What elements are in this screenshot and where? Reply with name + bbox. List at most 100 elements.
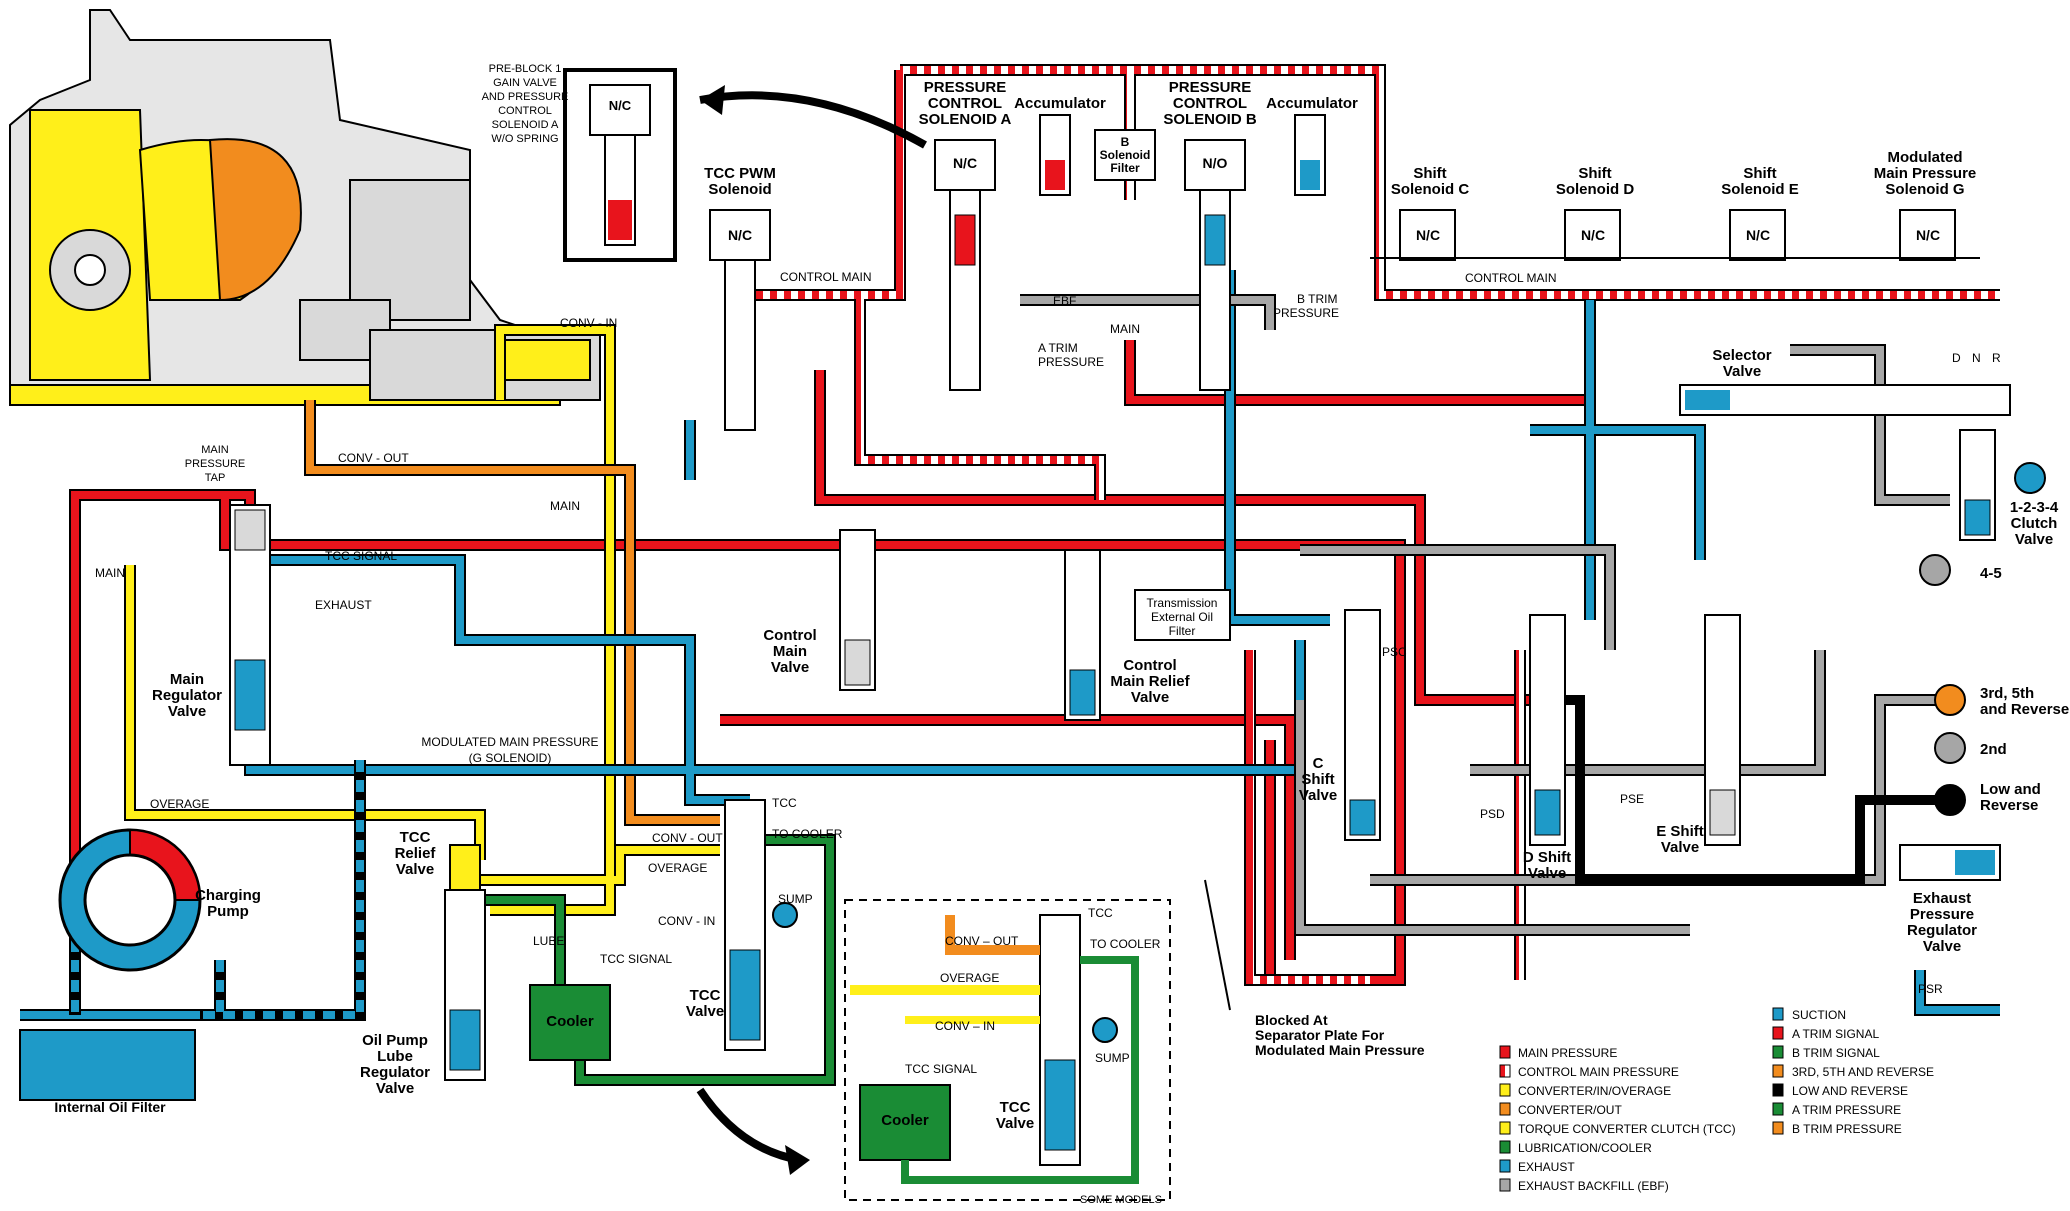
some-models-label: SOME MODELS: [1080, 1194, 1162, 1206]
psa-l1: PRESSURE: [924, 79, 1007, 96]
legend-l-7: EXHAUST BACKFILL (EBF): [1518, 1179, 1669, 1193]
modg-nc: N/C: [1916, 227, 1940, 243]
components: [19, 68, 2046, 1201]
inset-tcc-l2: Valve: [996, 1115, 1034, 1132]
dshift-l1: D Shift: [1523, 849, 1571, 866]
clutch-2nd: [1934, 732, 1966, 764]
lbl-main-top: MAIN: [1110, 322, 1140, 336]
lbl-main-left: MAIN: [95, 566, 125, 580]
tcc-relief-valve: [449, 844, 481, 891]
exreg-l3: Regulator: [1907, 922, 1977, 939]
lbl-mod-2: (G SOLENOID): [469, 751, 552, 765]
lbl-conv-in2: CONV - IN: [658, 914, 715, 928]
oplr-l2: Lube: [377, 1048, 413, 1065]
shifte-nc: N/C: [1746, 227, 1770, 243]
shiftd-l1: Shift: [1578, 165, 1611, 182]
clutch-3rd5threv: [1934, 684, 1966, 716]
legend-r-4: LOW AND REVERSE: [1792, 1084, 1908, 1098]
lbl-lube: LUBE: [533, 934, 564, 948]
lbl-tcc-signal: TCC SIGNAL: [325, 549, 397, 563]
c2nd-label: 2nd: [1980, 741, 2007, 758]
blocked-l1: Blocked At: [1255, 1012, 1328, 1028]
lbl-control-main-left: CONTROL MAIN: [780, 270, 872, 284]
lbl-psc: PSC: [1382, 645, 1407, 659]
pump-l2: Pump: [207, 903, 249, 920]
bfilter-l3: Filter: [1110, 161, 1140, 175]
relief-l2: Relief: [395, 845, 437, 862]
mainreg-l1: Main: [170, 671, 204, 688]
shiftd-l2: Solenoid D: [1556, 181, 1635, 198]
preblock-line-5: SOLENOID A: [492, 119, 559, 131]
relief-l3: Valve: [396, 861, 434, 878]
c3rd-l2: and Reverse: [1980, 701, 2069, 718]
tccvalve-l1: TCC: [690, 987, 721, 1004]
lbl-control-main-right: CONTROL MAIN: [1465, 271, 1557, 285]
accum-a-label: Accumulator: [1014, 95, 1106, 112]
psa-nc: N/C: [953, 155, 977, 171]
cooler-label: Cooler: [546, 1013, 594, 1030]
cooler-box: [529, 984, 611, 1061]
transmission-cutaway: [9, 9, 601, 406]
legend-l-6: EXHAUST: [1518, 1160, 1575, 1174]
tef-l3: Filter: [1169, 624, 1196, 638]
cmv-l3: Valve: [771, 659, 809, 676]
inset-cooler-label: Cooler: [881, 1112, 929, 1129]
modg-l1: Modulated: [1888, 149, 1963, 166]
clutch-lowrev: [1934, 784, 1966, 816]
inset-tcc: TCC: [1088, 906, 1113, 920]
cshift-l3: Valve: [1299, 787, 1337, 804]
arrow-top: [699, 91, 927, 149]
cmr-l3: Valve: [1131, 689, 1169, 706]
some-models-inset: [844, 899, 1171, 1201]
preblock-nc: N/C: [609, 98, 632, 113]
accum-b-label: Accumulator: [1266, 95, 1358, 112]
filter-label: Internal Oil Filter: [54, 1099, 166, 1115]
inset-tcc-l1: TCC: [1000, 1099, 1031, 1116]
preblock-line-6: W/O SPRING: [491, 133, 558, 145]
lbl-sump: SUMP: [778, 892, 813, 906]
cshift-l1: C: [1313, 755, 1324, 772]
inset-tcc-signal: TCC SIGNAL: [905, 1062, 977, 1076]
lbl-conv-in-top: CONV - IN: [560, 316, 617, 330]
inset-sump: SUMP: [1095, 1051, 1130, 1065]
shift-solenoid-e: [1729, 209, 1786, 261]
shiftc-nc: N/C: [1416, 227, 1440, 243]
legend-r-1: A TRIM SIGNAL: [1792, 1027, 1879, 1041]
lbl-psr: PSR: [1918, 982, 1943, 996]
lbl-btrim-1: B TRIM: [1297, 292, 1337, 306]
inset-to-cooler: TO COOLER: [1090, 937, 1161, 951]
mainreg-l3: Valve: [168, 703, 206, 720]
lbl-mod-1: MODULATED MAIN PRESSURE: [421, 735, 598, 749]
tef-l1: Transmission: [1147, 596, 1218, 610]
clutch1234-l2: Clutch: [2011, 515, 2058, 532]
legend: MAIN PRESSURE CONTROL MAIN PRESSURE CONV…: [1499, 1007, 1934, 1193]
internal-filter-tank: [19, 1029, 196, 1101]
mod-solenoid-g: [1899, 209, 1956, 261]
control-main-line: [740, 64, 2000, 986]
clow-l1: Low and: [1980, 781, 2041, 798]
clutch-45: [1919, 554, 1951, 586]
exreg-l2: Pressure: [1910, 906, 1974, 923]
lbl-conv-out2: CONV - OUT: [652, 831, 723, 845]
lbl-r: R: [1992, 351, 2001, 365]
cmv-l1: Control: [763, 627, 816, 644]
pump-l1: Charging: [195, 887, 261, 904]
lbl-psd: PSD: [1480, 807, 1505, 821]
psb-l2: CONTROL: [1173, 95, 1247, 112]
psb-l3: SOLENOID B: [1163, 111, 1257, 128]
legend-l-1: CONTROL MAIN PRESSURE: [1518, 1065, 1679, 1079]
lbl-n: N: [1972, 351, 1981, 365]
modg-l3: Solenoid G: [1885, 181, 1964, 198]
shift-solenoid-c: [1399, 209, 1456, 261]
inset-conv-out: CONV – OUT: [945, 934, 1019, 948]
c3rd-l1: 3rd, 5th: [1980, 685, 2034, 702]
trans-ext-filter: [1134, 589, 1231, 641]
pcs-a-solenoid: [934, 139, 996, 191]
cmr-l1: Control: [1123, 657, 1176, 674]
blocked-l2: Separator Plate For: [1255, 1027, 1385, 1043]
cmv-l2: Main: [773, 643, 807, 660]
legend-r-0: SUCTION: [1792, 1008, 1846, 1022]
eshift-l1: E Shift: [1656, 823, 1704, 840]
lbl-atrim-1: A TRIM: [1038, 341, 1078, 355]
